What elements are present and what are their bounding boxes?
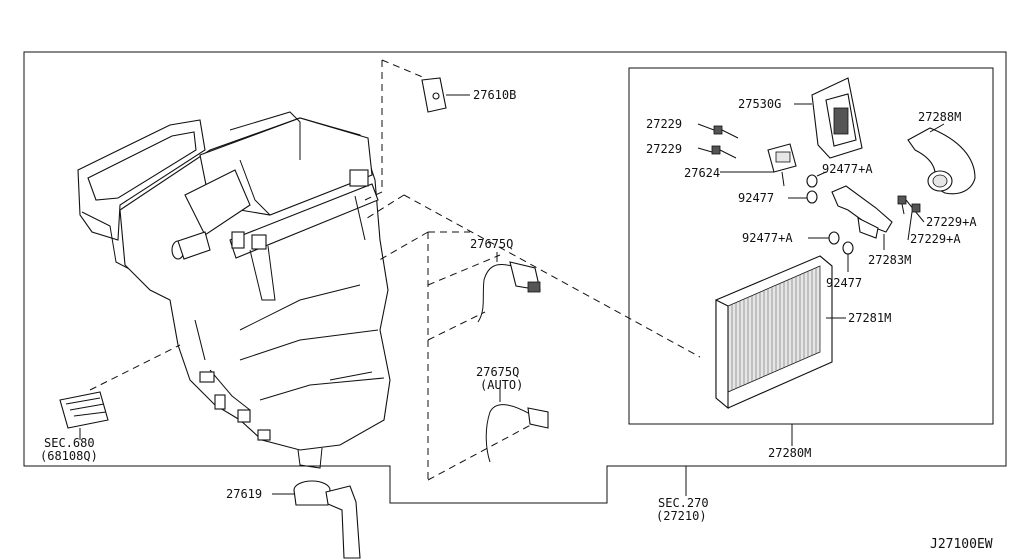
label-27229A-b: 27229+A: [910, 232, 961, 246]
bolt-27229-a: [697, 123, 739, 139]
evaporator-core-27281M: [715, 255, 846, 410]
pipe-27283M: [831, 185, 893, 250]
label-27675Q: 27675Q: [470, 237, 513, 251]
label-27281M: 27281M: [848, 311, 891, 325]
leader-sec680: [89, 344, 181, 391]
label-92477-b: 92477: [826, 276, 862, 290]
sensor-27675Q: [477, 252, 541, 323]
clip-27610B: [421, 77, 470, 113]
cover-27530G: [794, 77, 863, 159]
leader-27610B: [364, 60, 383, 201]
label-27530G: 27530G: [738, 97, 781, 111]
label-sec270-sub: (27210): [656, 509, 707, 523]
label-27288M: 27288M: [918, 110, 961, 124]
expansion-valve-27624: [720, 143, 797, 187]
leader-evaporator: [403, 194, 701, 358]
label-27675Q-auto: 27675Q: [476, 365, 519, 379]
o-ring-92477-b: [842, 241, 854, 255]
label-92477A-b: 92477+A: [742, 231, 793, 245]
insulator-27288M: [907, 123, 976, 195]
label-92477A-a: 92477+A: [822, 162, 873, 176]
label-auto-note: (AUTO): [480, 378, 523, 392]
o-ring-92477A-a: [806, 174, 818, 188]
bolt-27229A-b: [907, 203, 921, 241]
evaporator-subframe: [628, 67, 994, 425]
diagram-code: J27100EW: [930, 537, 993, 552]
heater-unit: [77, 111, 391, 469]
bolt-27229-b: [697, 145, 737, 159]
label-sec270: SEC.270: [658, 496, 709, 510]
label-27283M: 27283M: [868, 253, 911, 267]
label-27624: 27624: [684, 166, 720, 180]
label-sec680: SEC.680: [44, 436, 95, 450]
label-27229-a: 27229: [646, 117, 682, 131]
label-27619: 27619: [226, 487, 262, 501]
label-92477-a: 92477: [738, 191, 774, 205]
sensor-27675Q-auto: [485, 388, 549, 463]
leader-27675Q: [427, 254, 501, 286]
o-ring-92477A-b: [828, 231, 840, 245]
label-27280M: 27280M: [768, 446, 811, 460]
main-frame: [23, 51, 1007, 504]
label-27229-b: 27229: [646, 142, 682, 156]
drain-hose-27619: [272, 480, 361, 559]
label-sec680-sub: (68108Q): [40, 449, 98, 463]
label-27229A-a: 27229+A: [926, 215, 977, 229]
o-ring-92477-a: [806, 190, 818, 204]
label-27610B: 27610B: [473, 88, 516, 102]
bracket-sec680: [59, 391, 109, 440]
